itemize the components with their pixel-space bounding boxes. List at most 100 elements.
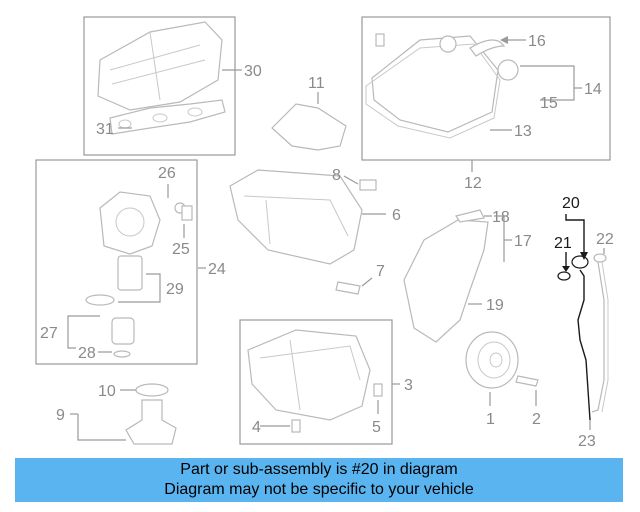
- cap-seal: [113, 350, 131, 358]
- upper-pan-group: 8 6: [229, 167, 401, 265]
- filter-seal-ring: [85, 294, 115, 306]
- lower-pan-box: [239, 319, 393, 445]
- timing-cover-seal: [455, 209, 485, 223]
- label-2: 2: [532, 411, 541, 428]
- label-12: 12: [464, 175, 482, 192]
- leader-14-bracket: [520, 65, 575, 101]
- oil-pipe: [125, 399, 177, 445]
- sealant-group: 7: [335, 263, 385, 295]
- dipstick-group: 20 21 22 23: [554, 195, 614, 450]
- label-21: 21: [554, 235, 572, 252]
- dipstick-rod: [577, 269, 591, 421]
- valve-cover-box: [361, 16, 611, 161]
- arrow-16: [500, 36, 508, 44]
- label-14: 14: [584, 81, 602, 98]
- label-1: 1: [486, 411, 495, 428]
- baffle-part: [271, 103, 347, 151]
- info-banner: Part or sub-assembly is #20 in diagram D…: [15, 458, 623, 502]
- intake-gasket-ports: [118, 107, 203, 129]
- label-23: 23: [578, 433, 596, 450]
- label-30: 30: [244, 63, 262, 80]
- label-25: 25: [172, 241, 190, 258]
- timing-cover-group: 18 17 19: [403, 209, 532, 343]
- pulley-group: 1 2: [465, 331, 541, 428]
- arrow-21: [562, 266, 570, 272]
- leader-29-bracket: [118, 273, 161, 303]
- label-31: 31: [96, 121, 114, 138]
- pan-drain-plug: [291, 419, 301, 433]
- oil-filter-housing: [99, 191, 161, 255]
- oil-filter-group: 26 25 24 29 27 28: [35, 159, 226, 365]
- label-11: 11: [308, 75, 325, 92]
- dipstick-o-ring: [557, 271, 571, 281]
- leader-20-bracket: [565, 214, 585, 252]
- label-29: 29: [166, 281, 184, 298]
- intake-manifold-box: [83, 16, 236, 156]
- lower-oil-pan: [247, 329, 371, 421]
- banner-line-1: Part or sub-assembly is #20 in diagram: [180, 461, 458, 478]
- housing-bolt: [181, 205, 193, 221]
- leader-17-bracket: [494, 215, 505, 262]
- intake-manifold-group: 30 31: [83, 16, 262, 156]
- dipstick-handle: [571, 255, 589, 269]
- label-20: 20: [562, 195, 580, 212]
- lower-oil-pan-ribs: [259, 339, 361, 411]
- pipe-o-ring: [135, 383, 169, 397]
- pan-bolt: [373, 383, 383, 397]
- pulley-hub: [477, 341, 511, 379]
- tube-seal: [593, 253, 607, 263]
- label-17: 17: [514, 233, 532, 250]
- label-26: 26: [158, 165, 176, 182]
- sealant-tube: [335, 281, 361, 295]
- label-19: 19: [486, 297, 504, 314]
- oil-filter-element: [117, 255, 143, 291]
- pulley-bolt: [515, 375, 539, 387]
- breather-hose: [469, 39, 506, 57]
- valve-cover-gasket: [365, 43, 501, 139]
- upper-oil-pan: [229, 169, 363, 265]
- label-13: 13: [514, 123, 532, 140]
- oil-filter-box: [35, 159, 198, 365]
- leader-27-bracket: [67, 315, 100, 349]
- valve-cover-bolt: [375, 33, 385, 47]
- arrow-20: [580, 252, 588, 260]
- label-5: 5: [372, 419, 381, 436]
- label-24: 24: [208, 261, 226, 278]
- label-18: 18: [492, 209, 510, 226]
- label-16: 16: [528, 33, 546, 50]
- label-22: 22: [596, 231, 614, 248]
- leader-8: [343, 175, 359, 185]
- label-15: 15: [540, 95, 558, 112]
- label-27: 27: [40, 325, 58, 342]
- intake-manifold-part: [97, 21, 223, 111]
- oil-pipe-group: 10 9: [56, 383, 177, 445]
- oil-filler-cap: [439, 35, 457, 53]
- intake-manifold-detail: [109, 31, 206, 101]
- label-7: 7: [376, 263, 385, 280]
- timing-cover: [403, 219, 489, 343]
- label-28: 28: [78, 345, 96, 362]
- housing-port: [115, 207, 145, 237]
- pcv-valve: [497, 59, 519, 81]
- label-9: 9: [56, 407, 65, 424]
- label-6: 6: [392, 207, 401, 224]
- crankshaft-pulley: [465, 331, 519, 389]
- banner-line-2: Diagram may not be specific to your vehi…: [164, 481, 474, 498]
- label-10: 10: [98, 383, 116, 400]
- lower-pan-group: 4 5 3: [239, 319, 413, 445]
- label-4: 4: [252, 419, 261, 436]
- upper-oil-pan-ribs: [243, 195, 349, 245]
- dipstick-tube: [591, 261, 605, 413]
- baffle-group: 11: [271, 75, 347, 151]
- label-8: 8: [332, 167, 341, 184]
- oil-level-sensor: [359, 179, 377, 191]
- leader-9-bracket: [77, 414, 126, 441]
- label-3: 3: [404, 377, 413, 394]
- valve-cover-group: 16 14 15 13 12: [361, 16, 611, 192]
- dipstick-tube-edge: [601, 261, 609, 413]
- filter-cap: [111, 317, 135, 345]
- leader-7: [361, 277, 373, 287]
- pulley-center: [489, 352, 503, 368]
